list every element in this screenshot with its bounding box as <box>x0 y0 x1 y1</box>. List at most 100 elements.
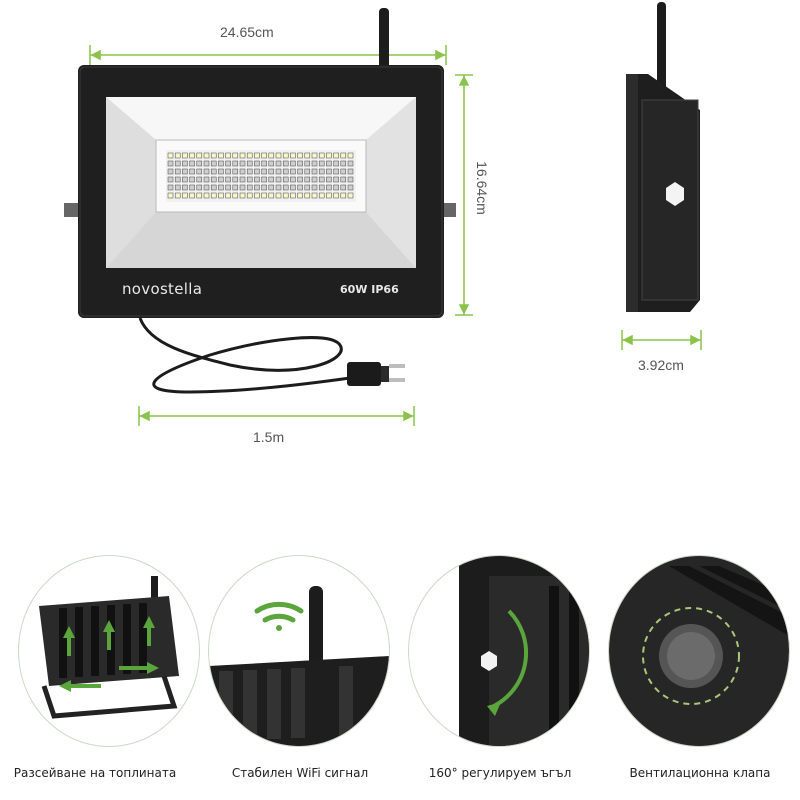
led-chip <box>304 160 311 167</box>
led-chip <box>282 152 289 159</box>
feature-heat-dissipation <box>18 555 200 747</box>
led-chip <box>333 184 339 191</box>
led-chip <box>282 192 289 199</box>
led-chip <box>225 160 231 167</box>
led-chip <box>275 176 282 183</box>
led-chip <box>239 168 246 175</box>
led-chip <box>340 160 347 167</box>
product-diagram <box>64 2 702 426</box>
led-chip <box>261 168 267 175</box>
led-chip <box>347 192 354 199</box>
led-chip <box>232 176 239 183</box>
led-chip <box>304 192 311 199</box>
led-chip <box>318 184 325 191</box>
width-label: 24.65cm <box>220 24 274 40</box>
led-chip <box>174 184 181 191</box>
led-chip <box>290 168 296 175</box>
led-chip <box>275 152 282 159</box>
height-label: 16.64cm <box>474 161 490 215</box>
led-chip <box>210 152 217 159</box>
led-chip <box>246 152 253 159</box>
led-chip <box>311 152 318 159</box>
led-chip <box>304 176 311 183</box>
led-chip <box>196 160 203 167</box>
led-chip <box>225 168 231 175</box>
led-chip <box>275 184 282 191</box>
led-chip <box>225 192 231 199</box>
led-chip <box>326 152 332 159</box>
led-chip <box>268 152 275 159</box>
led-chip <box>333 192 339 199</box>
led-chip <box>232 152 239 159</box>
power-cord <box>138 317 351 394</box>
led-chip <box>189 160 195 167</box>
led-chip <box>203 152 210 159</box>
led-chip <box>261 184 267 191</box>
led-chip <box>218 184 224 191</box>
led-chip <box>268 176 275 183</box>
caption-wifi: Стабилен WiFi сигнал <box>231 766 369 780</box>
led-chip <box>203 160 210 167</box>
led-chip <box>347 152 354 159</box>
feature-rotation <box>408 555 590 747</box>
led-chip <box>210 160 217 167</box>
led-chip <box>246 168 253 175</box>
led-chip <box>174 152 181 159</box>
led-array <box>167 152 354 199</box>
led-chip <box>290 176 296 183</box>
led-chip <box>182 192 188 199</box>
led-chip <box>196 176 203 183</box>
led-chip <box>239 184 246 191</box>
led-chip <box>326 192 332 199</box>
led-chip <box>182 152 188 159</box>
led-chip <box>304 152 311 159</box>
led-chip <box>297 160 303 167</box>
led-chip <box>254 152 260 159</box>
led-chip <box>218 176 224 183</box>
led-chip <box>167 184 174 191</box>
led-chip <box>167 192 174 199</box>
led-chip <box>182 168 188 175</box>
led-chip <box>326 176 332 183</box>
led-chip <box>311 192 318 199</box>
led-chip <box>254 160 260 167</box>
led-chip <box>167 160 174 167</box>
led-chip <box>167 152 174 159</box>
led-chip <box>304 168 311 175</box>
heat-dissipation-icon <box>39 576 179 719</box>
led-chip <box>232 168 239 175</box>
led-chip <box>174 192 181 199</box>
led-chip <box>297 176 303 183</box>
led-chip <box>261 176 267 183</box>
led-chip <box>246 192 253 199</box>
led-chip <box>254 168 260 175</box>
led-chip <box>268 168 275 175</box>
led-chip <box>239 160 246 167</box>
led-chip <box>326 160 332 167</box>
led-chip <box>333 176 339 183</box>
led-chip <box>196 152 203 159</box>
led-chip <box>311 168 318 175</box>
led-chip <box>239 176 246 183</box>
led-chip <box>261 160 267 167</box>
led-chip <box>347 160 354 167</box>
led-chip <box>210 192 217 199</box>
led-chip <box>282 168 289 175</box>
caption-rotation: 160° регулируем ъгъл <box>428 766 572 780</box>
led-chip <box>297 168 303 175</box>
wifi-antenna-illustration <box>209 586 389 746</box>
led-chip <box>189 152 195 159</box>
led-chip <box>333 168 339 175</box>
led-chip <box>347 176 354 183</box>
led-chip <box>203 192 210 199</box>
led-chip <box>311 184 318 191</box>
depth-label: 3.92cm <box>638 357 684 373</box>
vent-valve-icon <box>642 607 740 705</box>
led-chip <box>239 192 246 199</box>
led-chip <box>210 176 217 183</box>
led-chip <box>304 184 311 191</box>
led-chip <box>182 160 188 167</box>
led-chip <box>196 184 203 191</box>
led-chip <box>254 192 260 199</box>
led-chip <box>232 160 239 167</box>
